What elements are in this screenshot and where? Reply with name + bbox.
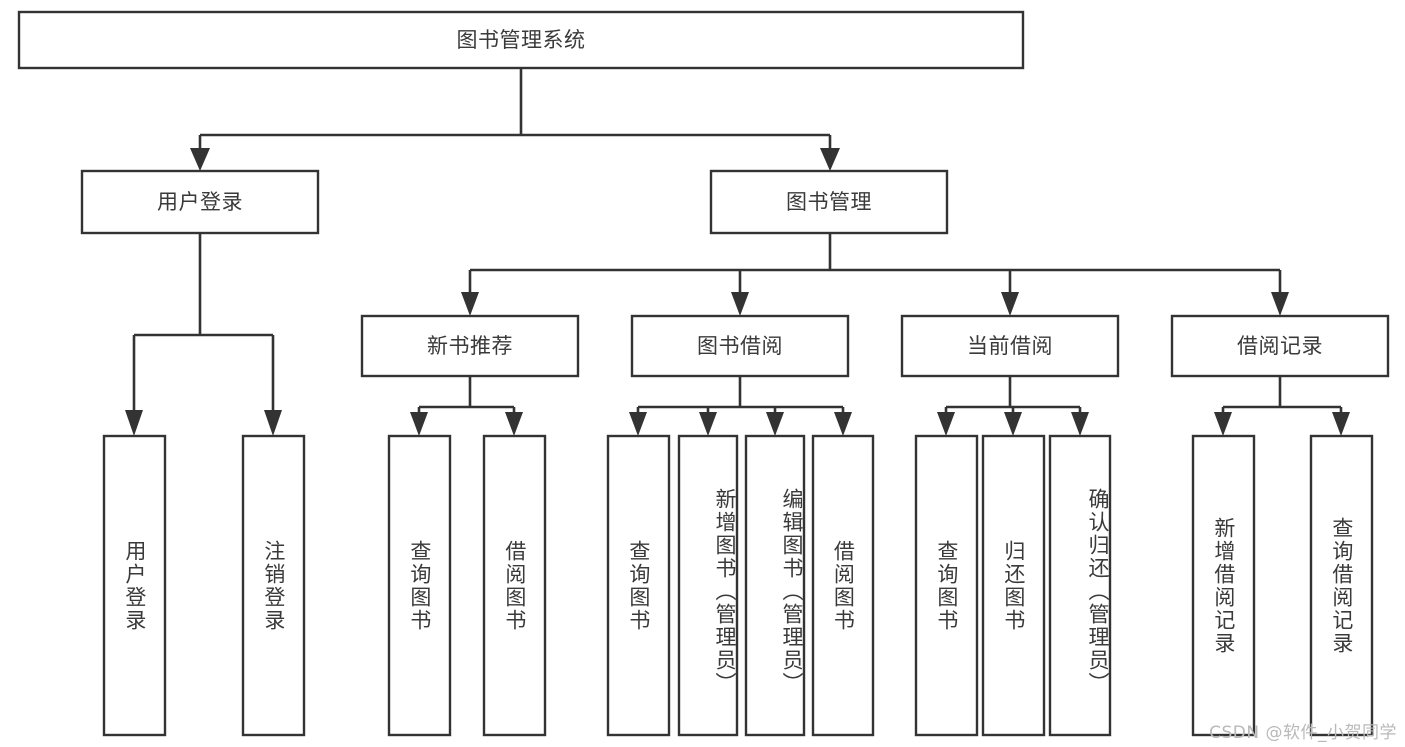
arrow-head-book-management — [820, 148, 840, 171]
arrow-head-user-login — [190, 148, 210, 171]
arrow-head-leaf-add-record — [1214, 412, 1232, 436]
node-box-leaf-add-record[interactable] — [1191, 434, 1256, 737]
arrow-head-leaf-edit-book — [766, 412, 784, 436]
node-box-leaf-borrow-book-1[interactable] — [482, 434, 547, 737]
arrow-head-leaf-query-record — [1332, 412, 1350, 436]
arrow-head-leaf-query-book-3 — [937, 412, 955, 436]
node-box-borrow-record[interactable] — [1170, 314, 1390, 378]
node-box-book-management[interactable] — [709, 169, 949, 235]
node-box-book-borrow[interactable] — [630, 314, 850, 378]
arrow-head-current-borrow — [1001, 292, 1019, 316]
node-box-user-login[interactable] — [80, 169, 320, 235]
node-box-leaf-confirm-return[interactable] — [1048, 434, 1112, 737]
arrow-head-borrow-record — [1271, 292, 1289, 316]
arrow-head-leaf-borrow-book-2 — [834, 412, 852, 436]
arrow-head-book-borrow — [731, 292, 749, 316]
node-box-leaf-query-book-3[interactable] — [914, 434, 979, 737]
arrow-head-leaf-logout — [264, 410, 282, 436]
arrow-head-leaf-user-login — [125, 410, 143, 436]
node-box-leaf-borrow-book-2[interactable] — [811, 434, 875, 737]
watermark-credit: CSDN @软件_小贺同学 — [1209, 723, 1397, 743]
arrow-head-leaf-query-book-1 — [410, 412, 428, 436]
arrow-head-leaf-query-book-2 — [629, 412, 647, 436]
node-box-root[interactable] — [17, 10, 1025, 70]
node-box-leaf-user-login[interactable] — [102, 434, 167, 737]
node-box-new-book-recommend[interactable] — [360, 314, 580, 378]
node-box-leaf-edit-book[interactable] — [744, 434, 806, 737]
node-box-current-borrow[interactable] — [900, 314, 1120, 378]
arrow-head-leaf-confirm-return — [1071, 412, 1089, 436]
node-box-leaf-query-book-1[interactable] — [387, 434, 452, 737]
arrow-head-leaf-add-book — [699, 412, 717, 436]
arrow-head-new-book-recommend — [461, 292, 479, 316]
node-box-leaf-logout[interactable] — [241, 434, 306, 737]
node-box-leaf-return-book[interactable] — [981, 434, 1046, 737]
node-box-leaf-query-record[interactable] — [1309, 434, 1374, 737]
node-box-leaf-add-book[interactable] — [677, 434, 739, 737]
node-box-leaf-query-book-2[interactable] — [606, 434, 671, 737]
arrow-head-leaf-borrow-book-1 — [505, 412, 523, 436]
arrow-head-leaf-return-book — [1004, 412, 1022, 436]
